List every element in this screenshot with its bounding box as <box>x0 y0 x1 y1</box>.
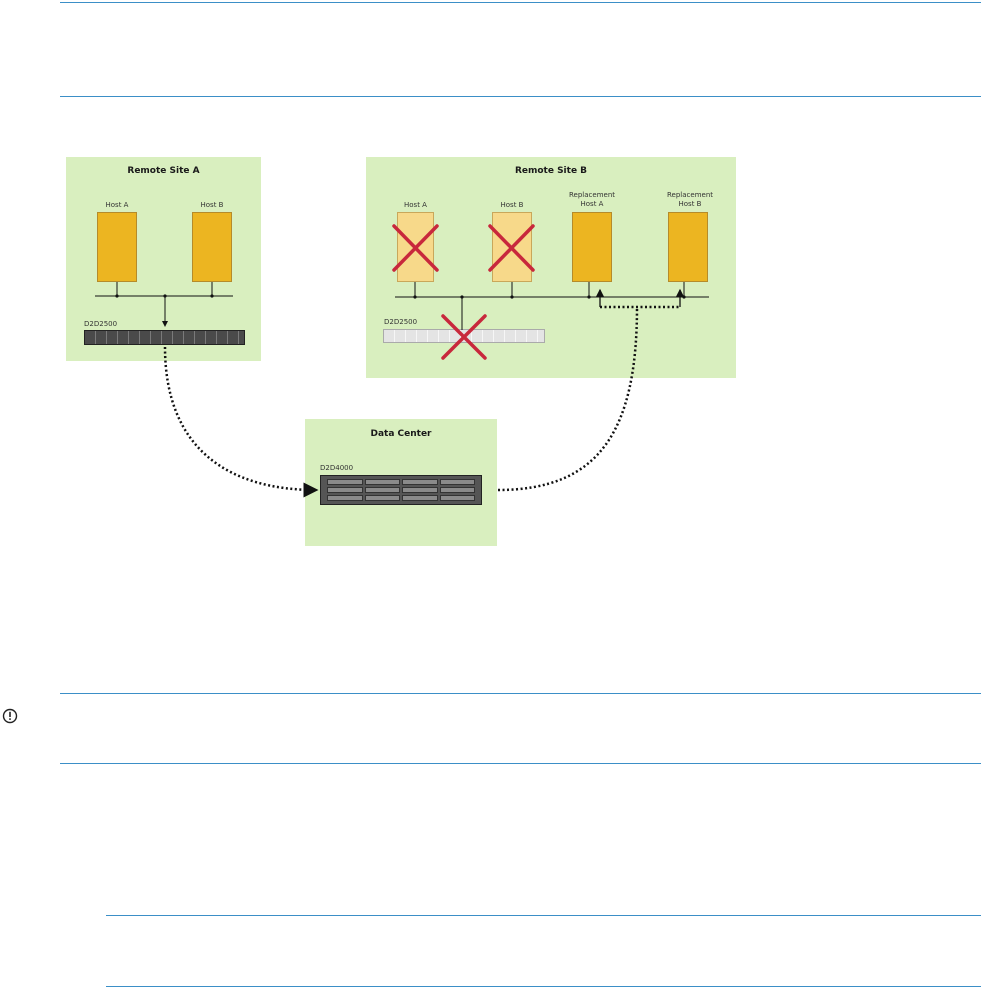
site-b-device-label: D2D2500 <box>384 318 418 326</box>
rule-3 <box>60 693 981 694</box>
restore-path-data-center-to-site-b <box>497 306 639 492</box>
rule-2 <box>60 96 981 97</box>
important-exclamation-icon <box>2 708 18 724</box>
site-b-host-a-label: Host A <box>404 201 427 209</box>
site-a-network-nodes <box>115 294 214 298</box>
data-center-title: Data Center <box>370 429 432 439</box>
site-a-host-a <box>97 212 137 282</box>
rule-5 <box>106 915 981 916</box>
site-b-host-b-label: Host B <box>500 201 524 209</box>
site-b-network-line <box>395 282 709 330</box>
remote-site-a-title: Remote Site A <box>127 166 200 176</box>
site-a-host-a-label: Host A <box>105 201 129 209</box>
replacement-host-a-label-2: Host A <box>580 200 604 208</box>
replacement-host-b-label-2: Host B <box>678 200 702 208</box>
replacement-host-b <box>668 212 708 282</box>
site-a-device-label: D2D2500 <box>84 320 118 328</box>
site-a-host-b <box>192 212 232 282</box>
rule-4 <box>60 763 981 764</box>
top-rule <box>60 2 981 3</box>
remote-site-b-title: Remote Site B <box>514 166 588 176</box>
replacement-host-a <box>572 212 612 282</box>
failure-mark-d2d2500 <box>441 314 487 360</box>
failure-mark-host-a <box>392 224 439 272</box>
data-center-device-label: D2D4000 <box>320 464 354 472</box>
site-a-network-line <box>95 282 233 327</box>
failure-mark-host-b <box>488 224 535 272</box>
site-a-d2d2500-device <box>84 330 245 345</box>
site-a-host-b-label: Host B <box>200 201 224 209</box>
replication-path-site-a-to-data-center <box>163 346 319 498</box>
replacement-host-a-label-1: Replacement <box>569 191 615 199</box>
data-center-d2d4000-device <box>320 475 482 505</box>
replacement-host-b-label-1: Replacement <box>667 191 713 199</box>
